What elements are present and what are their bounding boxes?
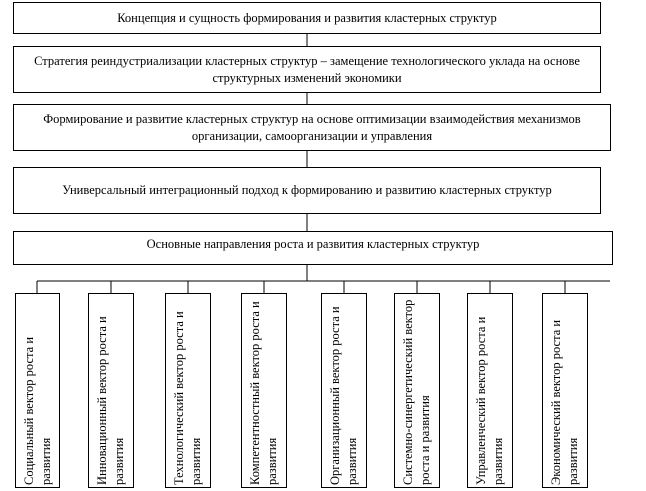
vector-box-technological: Технологический вектор роста и развития [165, 293, 211, 488]
concept-box: Концепция и сущность формирования и разв… [13, 2, 601, 34]
vector-label-organizational: Организационный вектор роста и развития [328, 305, 359, 485]
vector-label-social: Социальный вектор роста и развития [21, 336, 53, 485]
vector-label-technological: Технологический вектор роста и развития [172, 310, 203, 485]
vector-label-innovation: Инновационный вектор роста и развития [95, 315, 126, 485]
formation-box: Формирование и развитие кластерных струк… [13, 104, 611, 151]
vector-box-innovation: Инновационный вектор роста и развития [88, 293, 134, 488]
vector-label-competence: Компетентностный вектор роста и развития [248, 300, 279, 485]
vector-box-organizational: Организационный вектор роста и развития [321, 293, 367, 488]
vector-label-managerial: Управленческий вектор роста и развития [474, 316, 505, 485]
vector-box-managerial: Управленческий вектор роста и развития [467, 293, 513, 488]
integration-approach-box: Универсальный интеграционный подход к фо… [13, 167, 601, 214]
concept-box-text: Концепция и сущность формирования и разв… [117, 10, 497, 25]
directions-box-text: Основные направления роста и развития кл… [146, 237, 480, 251]
vector-box-economic: Экономический вектор роста и развития [542, 293, 588, 488]
formation-box-text: Формирование и развитие кластерных струк… [43, 111, 581, 143]
vector-label-economic: Экономический вектор роста и развития [549, 319, 580, 485]
vector-box-competence: Компетентностный вектор роста и развития [241, 293, 287, 488]
vector-box-social: Социальный вектор роста и развития [15, 293, 60, 488]
vector-label-synergetic: Системно-синергетический вектор роста и … [401, 299, 432, 485]
directions-box: Основные направления роста и развития кл… [13, 231, 613, 265]
vector-box-synergetic: Системно-синергетический вектор роста и … [394, 293, 440, 488]
strategy-box-text: Стратегия реиндустриализации кластерных … [34, 53, 580, 85]
integration-approach-box-text: Универсальный интеграционный подход к фо… [62, 183, 552, 197]
strategy-box: Стратегия реиндустриализации кластерных … [13, 46, 601, 93]
